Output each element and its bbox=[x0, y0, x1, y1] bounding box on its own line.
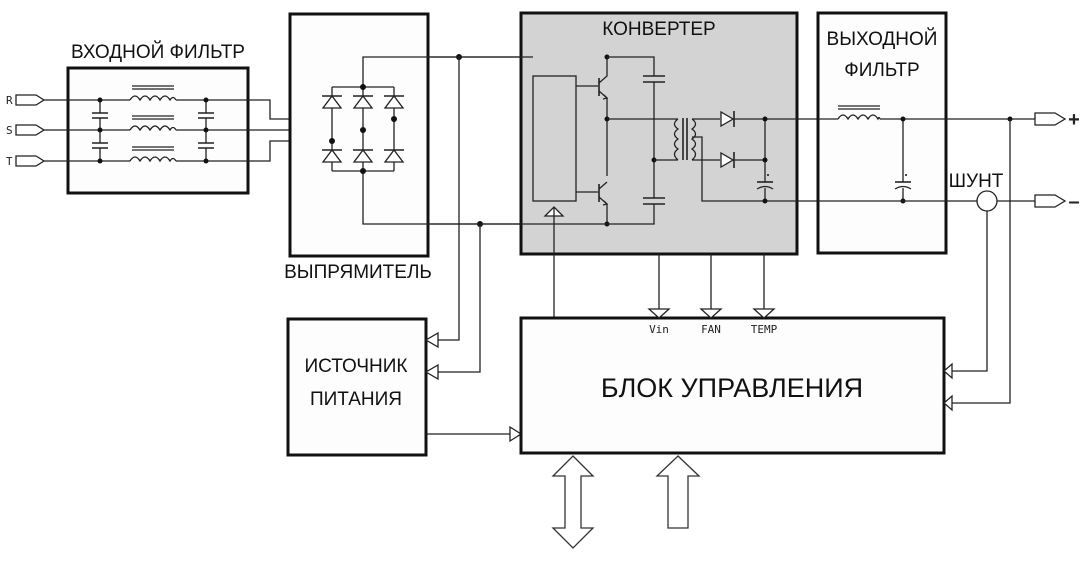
output-minus-label: – bbox=[1068, 191, 1079, 213]
terminal-t[interactable] bbox=[15, 155, 46, 167]
output-terminals: + – bbox=[1034, 109, 1080, 213]
rectifier-block: ВЫПРЯМИТЕЛЬ bbox=[284, 12, 432, 283]
rectifier-label: ВЫПРЯМИТЕЛЬ bbox=[284, 262, 432, 283]
input-label-r: R bbox=[6, 94, 13, 107]
shunt-sense-icon bbox=[943, 362, 953, 412]
input-label-t: T bbox=[6, 155, 13, 168]
output-filter-block: ВЫХОДНОЙ ФИЛЬТР bbox=[816, 11, 948, 255]
terminal-s[interactable] bbox=[15, 124, 46, 136]
shunt-icon bbox=[976, 190, 998, 212]
power-supply-label-1: ИСТОЧНИК bbox=[305, 356, 408, 377]
control-input-icon bbox=[509, 425, 523, 443]
signal-vin-icon bbox=[647, 308, 671, 319]
power-supply-input-icon bbox=[424, 331, 439, 381]
converter-circuit bbox=[532, 54, 818, 317]
terminal-minus[interactable] bbox=[1034, 194, 1067, 208]
signal-temp-label: TEMP bbox=[751, 323, 778, 336]
output-filter-circuit bbox=[818, 105, 1035, 204]
power-supply-label-2: ПИТАНИЯ bbox=[310, 389, 402, 410]
shunt-label: ШУНТ bbox=[949, 171, 1004, 192]
control-unit-label: БЛОК УПРАВЛЕНИЯ bbox=[601, 373, 863, 403]
driver-ic bbox=[532, 75, 577, 202]
power-supply-block: ИСТОЧНИК ПИТАНИЯ bbox=[286, 317, 523, 457]
output-filter-label-2: ФИЛЬТР bbox=[844, 60, 919, 81]
output-filter-label-1: ВЫХОДНОЙ bbox=[827, 28, 938, 50]
input-filter-block: ВХОДНОЙ ФИЛЬТР bbox=[66, 41, 250, 195]
input-arrow-icon[interactable] bbox=[655, 455, 701, 529]
inductor-icon bbox=[129, 85, 177, 163]
signal-vin-label: Vin bbox=[649, 323, 669, 336]
input-terminals: R S T bbox=[6, 94, 46, 168]
signal-fan-label: FAN bbox=[701, 323, 721, 336]
signal-temp-icon bbox=[752, 308, 776, 319]
terminal-r[interactable] bbox=[15, 94, 46, 106]
input-label-s: S bbox=[6, 124, 13, 137]
converter-label: КОНВЕРТЕР bbox=[602, 19, 715, 40]
control-signals: Vin FAN TEMP bbox=[647, 254, 778, 336]
bidirectional-arrow-icon[interactable] bbox=[551, 455, 595, 549]
input-filter-label: ВХОДНОЙ ФИЛЬТР bbox=[71, 41, 245, 63]
terminal-plus[interactable] bbox=[1034, 112, 1067, 126]
output-plus-label: + bbox=[1068, 109, 1080, 131]
control-unit-block: БЛОК УПРАВЛЕНИЯ bbox=[519, 316, 953, 455]
dc-bus-wiring bbox=[438, 54, 483, 373]
shunt: ШУНТ bbox=[949, 116, 1013, 404]
signal-fan-icon bbox=[699, 308, 723, 319]
